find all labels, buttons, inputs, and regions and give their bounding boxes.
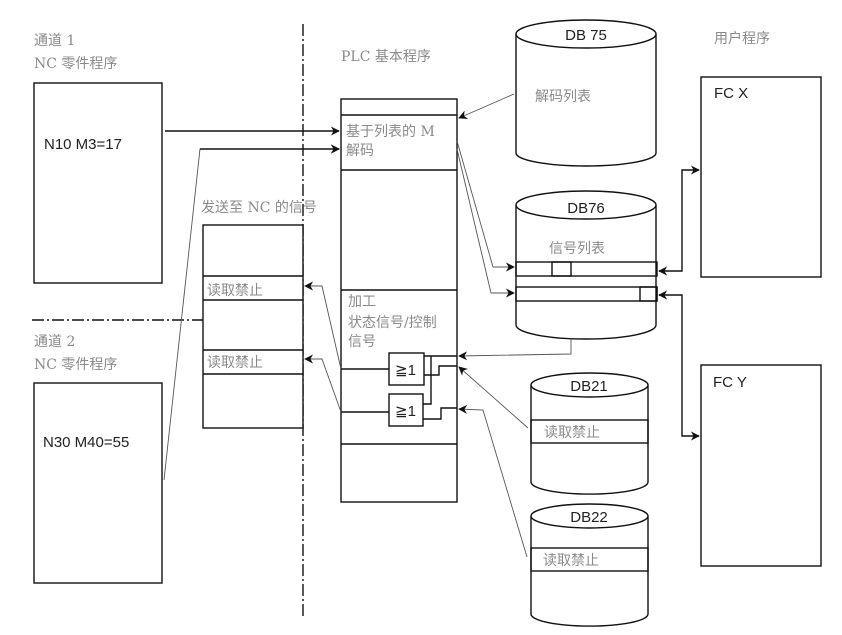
arrow-plc-to-read-disable-1 [304,281,342,370]
db75-name: DB 75 [565,27,607,44]
or-gate-1 [388,352,425,386]
process-label-line-1: 加工 [348,294,376,310]
channel-1-subtitle: NC 零件程序 [34,56,117,72]
connectors [163,93,700,558]
db76-content: 信号列表 [549,241,605,257]
plc-program-box [340,98,458,503]
arrow-db75-to-decode [458,93,515,119]
arrow-db76-to-plc [458,338,572,361]
arrow-fcx-signal-row-1 [658,165,700,276]
db76-name: DB76 [567,200,605,217]
arrow-decode-to-signal-row-1 [456,140,515,272]
arrow-db21-to-gate [458,366,529,429]
fcx-label: FC X [714,85,748,102]
db22-content: 读取禁止 [543,552,599,569]
decode-label-line-2: 解码 [346,143,374,159]
db21-content: 读取禁止 [544,424,600,441]
arrow-fcy-signal-row-2 [658,290,700,441]
signals-to-nc: 发送至 NC 的信号 读取禁止 读取禁止 [201,200,317,429]
process-label-line-3: 信号 [348,334,376,350]
fcx-box [700,76,822,278]
db22-cylinder: DB22 读取禁止 [530,503,649,627]
channel-2-subtitle: NC 零件程序 [34,357,117,373]
or-gate-2 [388,393,424,427]
channel-2: 通道 2 NC 零件程序 N30 M40=55 [33,334,163,584]
channel-1-title: 通道 1 [34,33,75,49]
arrow-plc-to-read-disable-2 [304,354,342,413]
channel-2-title: 通道 2 [34,334,75,350]
channel-1-part-program-box [33,82,163,284]
db75-cylinder: DB 75 解码列表 [515,19,657,167]
fcy-box [700,364,822,567]
db21-cylinder: DB21 读取禁止 [530,372,649,495]
db22-name: DB22 [570,509,608,526]
process-label-line-2: 状态信号/控制 [348,315,437,331]
or-gate-1-label: ≧1 [395,362,416,379]
signal-list-bit-2 [639,286,658,302]
db76-cylinder: DB76 信号列表 [515,190,658,340]
db75-content: 解码列表 [535,89,591,105]
channel-2-nc-block: N30 M40=55 [43,434,129,451]
or-gate-2-label: ≧1 [395,403,416,420]
fcy-label: FC Y [713,374,747,391]
user-program-title: 用户程序 [714,30,770,47]
read-disable-row-2: 读取禁止 [207,354,263,371]
channel-1-nc-block: N10 M3=17 [44,136,122,153]
user-program: 用户程序 FC X FC Y [700,30,822,567]
channel-1: 通道 1 NC 零件程序 N10 M3=17 [33,33,163,284]
signals-to-nc-box [202,224,304,429]
read-disable-row-1: 读取禁止 [207,282,263,299]
arrow-db22-to-gate [458,404,528,558]
plc-title: PLC 基本程序 [341,48,431,65]
signals-to-nc-title: 发送至 NC 的信号 [201,200,317,216]
signal-list-bit-1 [551,261,572,277]
db21-name: DB21 [570,378,608,395]
channel-2-part-program-box [33,382,163,584]
decode-label-line-1: 基于列表的 M [346,123,435,140]
plc-basic-program: PLC 基本程序 基于列表的 M 解码 加工 状态信号/控制 信号 ≧1 ≧1 [340,48,458,503]
signal-list-row-1 [515,261,658,277]
arrow-decode-to-signal-row-2 [456,148,515,298]
